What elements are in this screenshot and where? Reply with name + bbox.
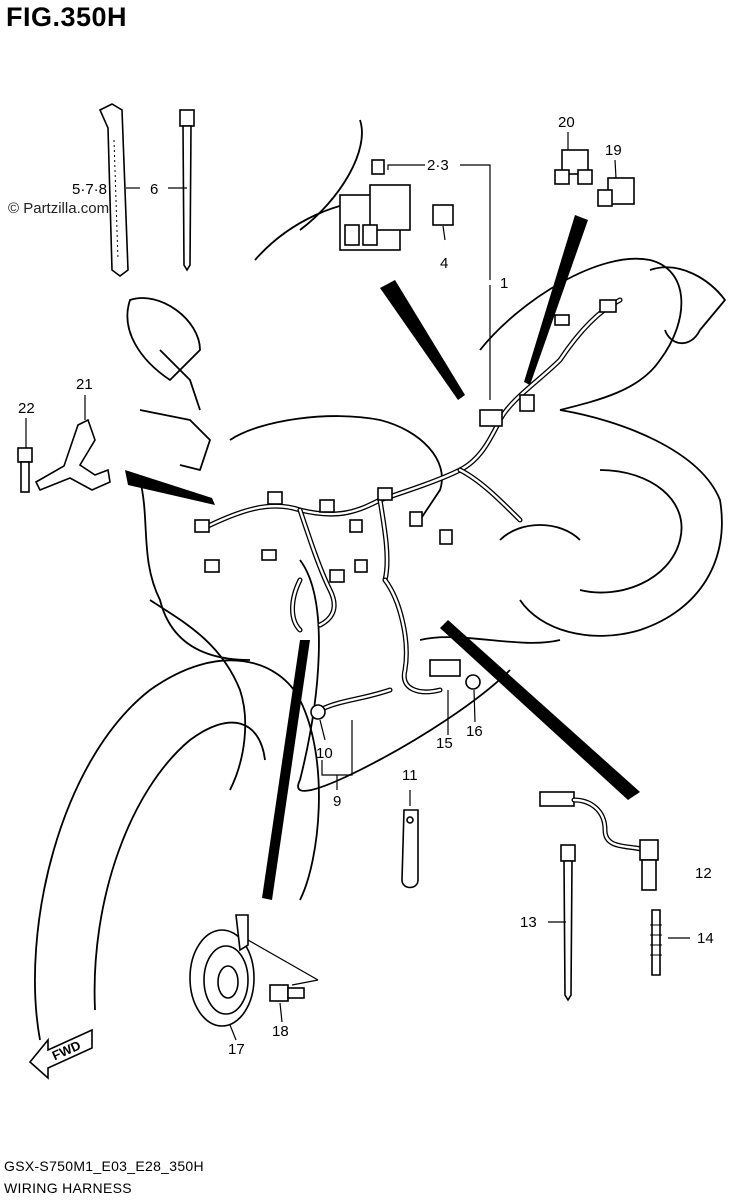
callout-10: 10 <box>316 745 333 762</box>
part-pin-14 <box>650 909 662 976</box>
callout-16: 16 <box>466 723 483 740</box>
part-bolt-22 <box>17 447 33 493</box>
leader-lines <box>25 132 690 1041</box>
callout-6: 6 <box>150 181 158 198</box>
pointer-wedges <box>125 215 640 900</box>
footer-figure-code: GSX-S750M1_E03_E28_350H <box>4 1158 204 1174</box>
callout-20: 20 <box>558 114 575 131</box>
callout-13: 13 <box>520 914 537 931</box>
watermark: © Partzilla.com <box>8 200 110 217</box>
callout-labels: 1 2·3 4 5·7·8 6 9 10 11 12 13 14 15 16 1… <box>18 114 714 1058</box>
part-clamp-11 <box>401 809 419 889</box>
callout-4: 4 <box>440 255 448 272</box>
footer-figure-name: WIRING HARNESS <box>4 1180 132 1196</box>
callout-22: 22 <box>18 400 35 417</box>
motorcycle-outline <box>34 119 726 1041</box>
part-cable-tie-13 <box>560 844 576 1002</box>
part-horn-17 <box>189 914 255 1027</box>
part-bolt-18 <box>269 984 305 1002</box>
callout-12: 12 <box>695 865 712 882</box>
callout-19: 19 <box>605 142 622 159</box>
callout-1: 1 <box>500 275 508 292</box>
part-clamp-5-7-8 <box>98 103 129 277</box>
part-bracket-21 <box>34 418 111 492</box>
callout-17: 17 <box>228 1041 245 1058</box>
callout-15: 15 <box>436 735 453 752</box>
callout-9: 9 <box>333 793 341 810</box>
callout-5-7-8: 5·7·8 <box>72 181 107 198</box>
part-sensor-12 <box>539 791 659 891</box>
callout-11: 11 <box>402 767 418 784</box>
part-relay-19 <box>597 177 635 207</box>
callout-21: 21 <box>76 376 93 393</box>
part-fuse-box-2-3 <box>339 159 411 251</box>
part-relay-20 <box>554 149 593 185</box>
main-harness <box>194 297 623 720</box>
fwd-arrow: FWD <box>28 1028 93 1080</box>
part-relay-4 <box>432 204 454 226</box>
callout-14: 14 <box>697 930 714 947</box>
callout-18: 18 <box>272 1023 289 1040</box>
figure-title: FIG.350H <box>6 2 128 32</box>
callout-2-3: 2·3 <box>427 157 449 174</box>
part-cable-tie-6 <box>179 109 195 272</box>
